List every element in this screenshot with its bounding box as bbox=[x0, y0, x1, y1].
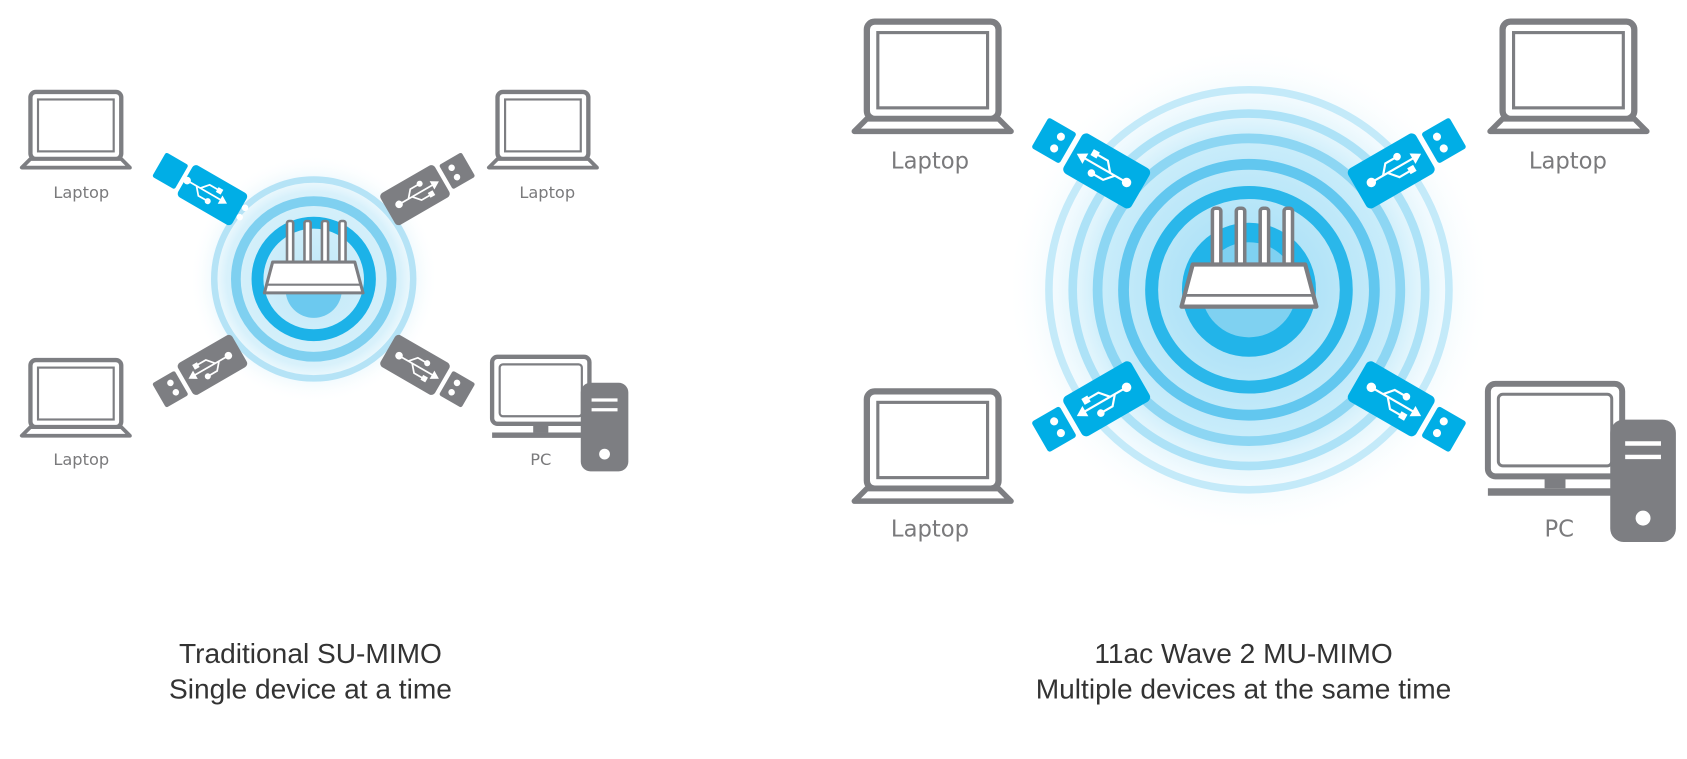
laptop-icon bbox=[854, 22, 1011, 132]
mu-mimo-panel: Laptop Laptop Laptop PC 11ac Wave 2 MU-M… bbox=[854, 22, 1676, 704]
caption-title: Traditional SU-MIMO bbox=[179, 638, 442, 669]
device-label: Laptop bbox=[519, 183, 575, 202]
device-label: Laptop bbox=[53, 183, 109, 202]
usb-adapter-icon-active bbox=[149, 148, 251, 227]
device-label: Laptop bbox=[1529, 149, 1607, 175]
device-label: Laptop bbox=[891, 516, 969, 542]
laptop-icon bbox=[489, 92, 597, 168]
usb-adapter-icon bbox=[149, 333, 249, 412]
caption-subtitle: Multiple devices at the same time bbox=[1036, 673, 1452, 704]
device-label: Laptop bbox=[53, 450, 109, 469]
device-label: Laptop bbox=[891, 149, 969, 175]
su-mimo-panel: Laptop Laptop Laptop PC Traditional SU-M… bbox=[22, 92, 629, 704]
laptop-icon bbox=[22, 360, 130, 436]
laptop-icon bbox=[22, 92, 130, 168]
device-label: PC bbox=[1544, 516, 1574, 542]
laptop-icon bbox=[1490, 22, 1647, 132]
caption-subtitle: Single device at a time bbox=[169, 673, 452, 704]
usb-adapter-icon bbox=[378, 148, 478, 227]
usb-adapter-icon bbox=[378, 333, 478, 412]
laptop-icon bbox=[854, 391, 1011, 501]
pc-icon bbox=[1488, 384, 1676, 542]
caption-title: 11ac Wave 2 MU-MIMO bbox=[1094, 638, 1392, 669]
device-label: PC bbox=[530, 450, 551, 469]
pc-icon bbox=[492, 357, 628, 472]
